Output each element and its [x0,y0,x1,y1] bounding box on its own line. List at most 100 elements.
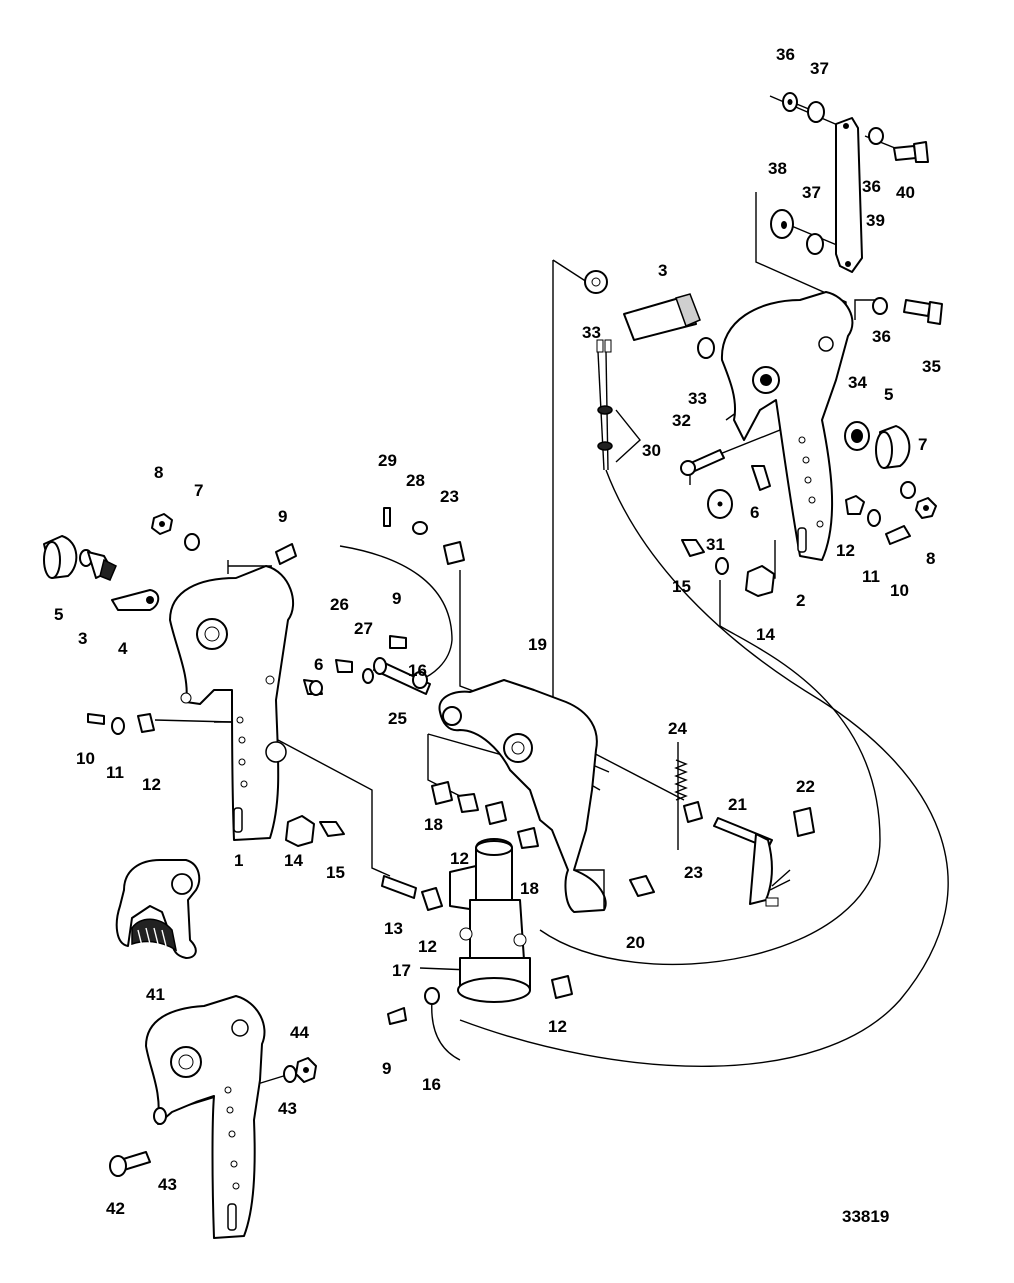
fitting-3-left [79,549,117,581]
block-14-left [285,815,315,847]
callout-label: 12 [418,937,437,956]
pin-29 [383,507,391,527]
callout-label: 31 [706,535,725,554]
bolt-35 [903,299,943,325]
bushing-37 [806,233,824,255]
callout-label: 15 [326,863,345,882]
bushing-23-top [443,541,465,565]
callout-label: 29 [378,451,397,470]
transom-bracket-lower [145,995,266,1239]
callout-label: 27 [354,619,373,638]
block-14-right [745,565,775,597]
callout-label: 10 [890,581,909,600]
callout-label: 7 [918,435,927,454]
bolt-10-left [87,713,105,725]
callout-label: 10 [76,749,95,768]
callout-label: 36 [872,327,891,346]
bushing-18-right [517,827,539,849]
washer-38 [770,209,794,239]
tab-4 [111,589,160,611]
callout-label: 13 [384,919,403,938]
cap-22 [793,807,815,837]
nut-8-right [915,497,937,519]
bushing-12-br [551,975,573,999]
callout-label: 1 [234,851,243,870]
callout-label: 21 [728,795,747,814]
washer-36-a [868,127,884,145]
harness-30 [596,339,641,471]
callout-label: 5 [54,605,63,624]
callout-label: 3 [78,629,87,648]
tube-3-right [623,293,701,341]
callout-label: 12 [836,541,855,560]
bushing-12-right [845,495,865,515]
swivel-bracket-19 [438,679,607,913]
callout-label: 12 [548,1017,567,1036]
bolt-40 [893,141,929,163]
callout-label: 9 [382,1059,391,1078]
callout-label: 9 [278,507,287,526]
washer-27 [362,668,374,684]
callout-label: 17 [392,961,411,980]
callout-label: 12 [450,849,469,868]
callout-label: 5 [884,385,893,404]
bushing-37-top [807,101,825,123]
callout-label: 14 [284,851,303,870]
callout-label: 8 [154,463,163,482]
callout-label: 2 [796,591,805,610]
washer-43-right [283,1065,297,1083]
bushing-23-right [683,801,703,823]
callout-label: 20 [626,933,645,952]
callout-label: 44 [290,1023,309,1042]
fitting-20 [629,875,655,897]
callout-label: 22 [796,777,815,796]
lever-21 [713,817,791,907]
callout-label: 33 [582,323,601,342]
callout-label: 36 [862,177,881,196]
screw-15-left [319,821,345,837]
screw-26 [335,659,353,673]
callout-label: 39 [866,211,885,230]
clamp-bracket-2 [720,291,854,561]
screw-6-left [303,679,323,696]
callout-label: 14 [756,625,775,644]
clamp-bracket-1 [169,565,294,841]
callout-label: 18 [520,879,539,898]
figure-number: 33819 [842,1207,889,1226]
callout-label: 4 [118,639,128,658]
callout-label: 37 [810,59,829,78]
callout-label: 3 [658,261,667,280]
callout-label: 40 [896,183,915,202]
bushing-12-mid [457,793,479,813]
callout-label: 11 [862,567,880,586]
screw-9-top [275,543,297,565]
ring-terminal-right [715,557,729,575]
knob-5-left [43,535,78,579]
nut-34 [844,421,870,451]
bolt-10-right [885,525,911,545]
ring-terminal-16-low [424,987,440,1005]
callout-label: 30 [642,441,661,460]
bushing-18-left [431,781,453,805]
bushing-12-low [421,887,443,911]
callout-label: 8 [926,549,935,568]
callout-label: 12 [142,775,161,794]
callout-label: 32 [672,411,691,430]
callout-label: 7 [194,481,203,500]
callout-label: 15 [672,577,691,596]
callout-label: 28 [406,471,425,490]
callout-label: 11 [106,763,124,782]
callout-label: 42 [106,1199,125,1218]
screw-6-right [751,465,771,491]
disc-31 [707,489,733,519]
washer-43-left [153,1107,167,1125]
nut-44 [295,1057,317,1083]
washer-7-left [184,533,200,551]
link-bar-39 [835,117,863,273]
washer-28 [412,521,428,535]
callout-label: 23 [684,863,703,882]
callout-label: 43 [158,1175,177,1194]
callout-label: 26 [330,595,349,614]
callout-label: 23 [440,487,459,506]
